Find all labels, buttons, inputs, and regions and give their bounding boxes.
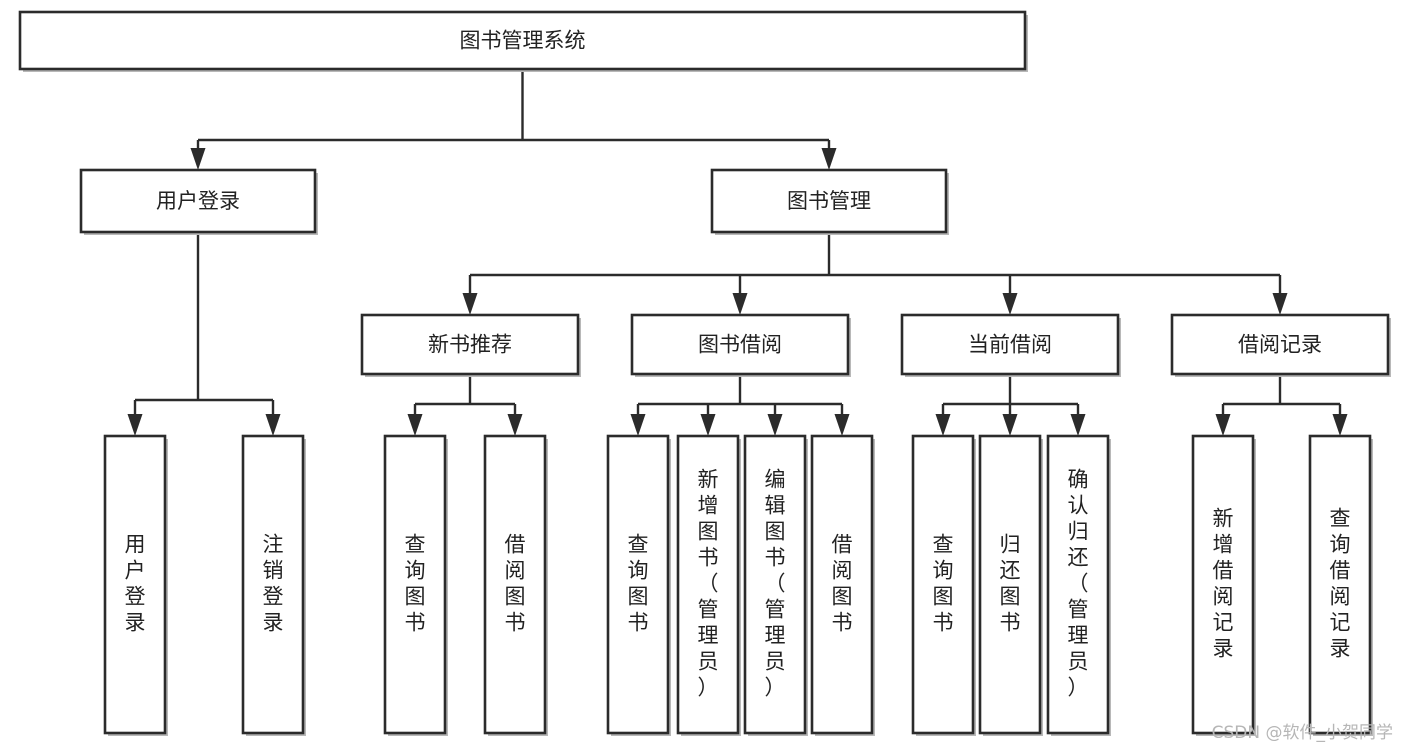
- node-label-borrow-1: 查询图书: [628, 533, 649, 635]
- node-label-current-1: 查询图书: [933, 533, 954, 635]
- node-label-current-2: 归还图书: [1000, 533, 1021, 635]
- node-rect-current-3[interactable]: [1046, 434, 1110, 735]
- node-rect-borrow-4[interactable]: [810, 434, 874, 735]
- node-label-user-login: 用户登录: [156, 189, 240, 213]
- node-layer: 图书管理系统用户登录图书管理新书推荐图书借阅当前借阅借阅记录用户登录注销登录查询…: [18, 10, 1391, 736]
- node-borrow-1[interactable]: 查询图书: [606, 434, 671, 736]
- arrow-head-book-borrow: [732, 293, 748, 315]
- arrow-head-login-2: [265, 414, 281, 436]
- node-rect-root[interactable]: [18, 10, 1027, 71]
- arrow-head-borrow-2: [700, 414, 716, 436]
- node-label-borrow-2: 新增图书（管理员）: [698, 468, 719, 700]
- node-current-1[interactable]: 查询图书: [911, 434, 976, 736]
- arrow-head-rec-2: [507, 414, 523, 436]
- node-book-manage[interactable]: 图书管理: [710, 168, 949, 235]
- arrow-head-borrow-4: [834, 414, 850, 436]
- node-label-login-1: 用户登录: [125, 533, 146, 635]
- node-book-borrow[interactable]: 图书借阅: [630, 313, 851, 377]
- node-rect-user-login[interactable]: [79, 168, 317, 234]
- node-rect-record-1[interactable]: [1191, 434, 1255, 735]
- node-current-3[interactable]: 确认归还（管理员）: [1046, 434, 1111, 736]
- arrow-head-current-2: [1002, 414, 1018, 436]
- node-rect-current-borrow[interactable]: [900, 313, 1120, 376]
- arrow-head-record-1: [1215, 414, 1231, 436]
- arrow-head-borrow-record: [1272, 293, 1288, 315]
- node-rec-2[interactable]: 借阅图书: [483, 434, 548, 736]
- node-label-borrow-record: 借阅记录: [1238, 333, 1322, 357]
- node-label-new-book-rec: 新书推荐: [428, 333, 512, 357]
- node-rect-login-1[interactable]: [103, 434, 167, 735]
- node-rec-1[interactable]: 查询图书: [383, 434, 448, 736]
- node-current-2[interactable]: 归还图书: [978, 434, 1043, 736]
- node-rect-borrow-2[interactable]: [676, 434, 740, 735]
- node-rect-login-2[interactable]: [241, 434, 305, 735]
- node-borrow-4[interactable]: 借阅图书: [810, 434, 875, 736]
- node-user-login[interactable]: 用户登录: [79, 168, 318, 235]
- node-rect-current-1[interactable]: [911, 434, 975, 735]
- node-label-book-borrow: 图书借阅: [698, 333, 782, 357]
- node-rect-book-borrow[interactable]: [630, 313, 850, 376]
- arrow-head-login-1: [127, 414, 143, 436]
- arrow-head-user-login: [190, 148, 206, 170]
- node-label-root: 图书管理系统: [460, 29, 586, 53]
- node-label-login-2: 注销登录: [263, 533, 284, 635]
- arrow-head-new-book-rec: [462, 293, 478, 315]
- node-login-1[interactable]: 用户登录: [103, 434, 168, 736]
- node-rect-new-book-rec[interactable]: [360, 313, 580, 376]
- node-label-record-1: 新增借阅记录: [1213, 507, 1234, 661]
- arrow-head-record-2: [1332, 414, 1348, 436]
- node-login-2[interactable]: 注销登录: [241, 434, 306, 736]
- node-record-2[interactable]: 查询借阅记录: [1308, 434, 1373, 736]
- arrow-head-current-borrow: [1002, 293, 1018, 315]
- node-rect-rec-1[interactable]: [383, 434, 447, 735]
- node-new-book-rec[interactable]: 新书推荐: [360, 313, 581, 377]
- node-borrow-record[interactable]: 借阅记录: [1170, 313, 1391, 377]
- node-label-book-manage: 图书管理: [787, 189, 871, 213]
- node-rect-borrow-3[interactable]: [743, 434, 807, 735]
- node-root[interactable]: 图书管理系统: [18, 10, 1028, 72]
- node-borrow-2[interactable]: 新增图书（管理员）: [676, 434, 741, 736]
- arrow-head-borrow-1: [630, 414, 646, 436]
- node-label-current-3: 确认归还（管理员）: [1068, 468, 1089, 700]
- arrow-head-current-3: [1070, 414, 1086, 436]
- node-current-borrow[interactable]: 当前借阅: [900, 313, 1121, 377]
- arrow-head-book-manage: [821, 148, 837, 170]
- node-rect-borrow-1[interactable]: [606, 434, 670, 735]
- arrow-head-borrow-3: [767, 414, 783, 436]
- node-record-1[interactable]: 新增借阅记录: [1191, 434, 1256, 736]
- arrow-head-current-1: [935, 414, 951, 436]
- node-label-borrow-3: 编辑图书（管理员）: [765, 468, 786, 700]
- node-borrow-3[interactable]: 编辑图书（管理员）: [743, 434, 808, 736]
- node-label-rec-1: 查询图书: [405, 533, 426, 635]
- node-label-rec-2: 借阅图书: [505, 533, 526, 635]
- watermark-label: CSDN @软件_小贺同学: [1211, 723, 1393, 743]
- node-rect-current-2[interactable]: [978, 434, 1042, 735]
- node-rect-book-manage[interactable]: [710, 168, 948, 234]
- node-rect-rec-2[interactable]: [483, 434, 547, 735]
- connector-layer: [127, 69, 1348, 436]
- node-label-record-2: 查询借阅记录: [1330, 507, 1351, 661]
- node-label-current-borrow: 当前借阅: [968, 333, 1052, 357]
- arrow-head-rec-1: [407, 414, 423, 436]
- node-label-borrow-4: 借阅图书: [832, 533, 853, 635]
- node-rect-borrow-record[interactable]: [1170, 313, 1390, 376]
- node-rect-record-2[interactable]: [1308, 434, 1372, 735]
